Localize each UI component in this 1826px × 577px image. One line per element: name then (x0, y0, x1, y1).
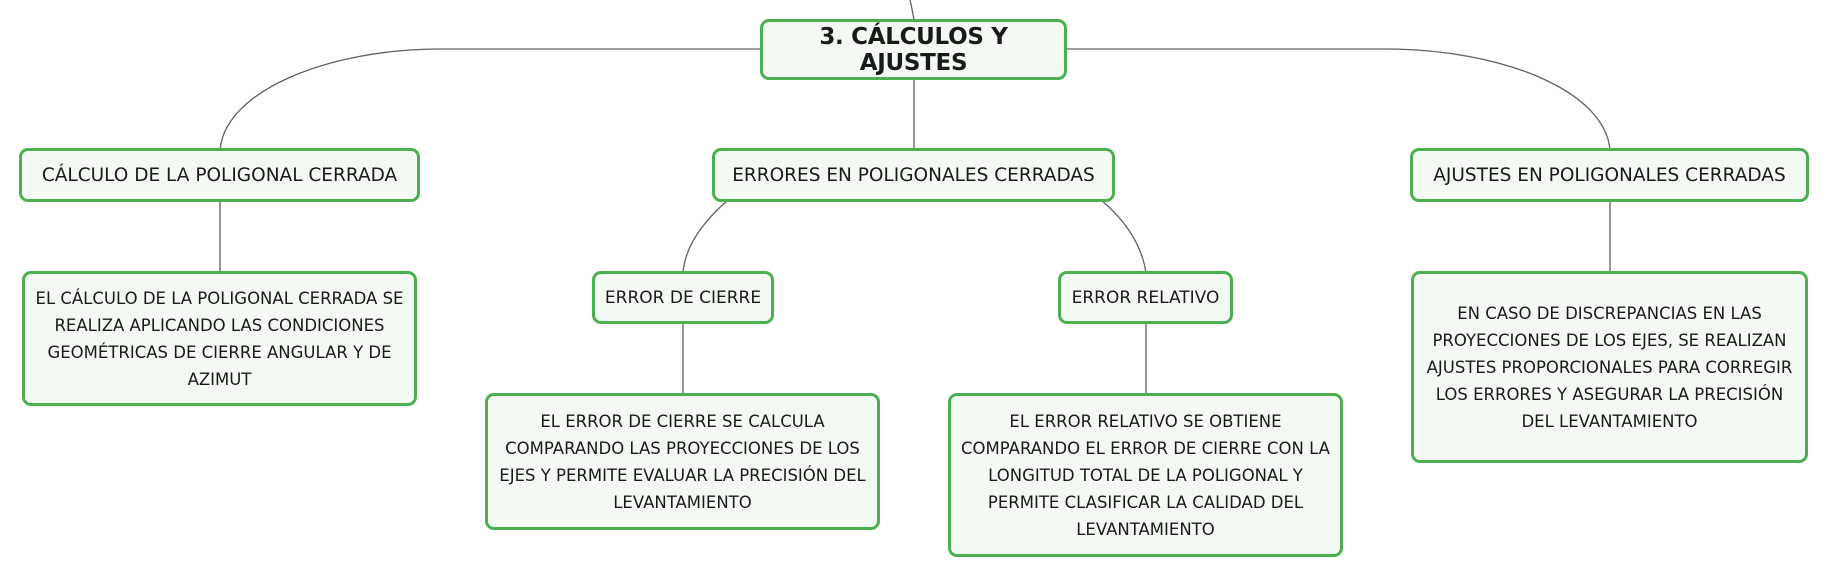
connector-errores-to-error-relativo (1100, 199, 1147, 274)
calculo-topic-label: CÁLCULO DE LA POLIGONAL CERRADA (41, 164, 398, 186)
errores-topic-label: ERRORES EN POLIGONALES CERRADAS (732, 164, 1095, 186)
ajustes-topic-label: AJUSTES EN POLIGONALES CERRADAS (1433, 164, 1786, 186)
error-relativo-topic-node[interactable]: ERROR RELATIVO (1058, 271, 1233, 324)
root-topic-node[interactable]: 3. CÁLCULOS Y AJUSTES (760, 19, 1067, 80)
connector-root-to-ajustes (1066, 48, 1611, 151)
connector-parent-to-root (909, 0, 915, 21)
error-cierre-topic-label: ERROR DE CIERRE (604, 287, 762, 308)
connector-errores-to-error-cierre (682, 199, 729, 274)
error-relativo-topic-label: ERROR RELATIVO (1071, 287, 1220, 308)
ajustes-description-node[interactable]: EN CASO DE DISCREPANCIAS EN LAS PROYECCI… (1411, 271, 1808, 463)
root-topic-label: 3. CÁLCULOS Y AJUSTES (819, 23, 1008, 76)
error-cierre-description-text: EL ERROR DE CIERRE SE CALCULA COMPARANDO… (499, 411, 866, 512)
error-cierre-topic-node[interactable]: ERROR DE CIERRE (592, 271, 774, 324)
calculo-topic-node[interactable]: CÁLCULO DE LA POLIGONAL CERRADA (19, 148, 420, 202)
error-relativo-description-text: EL ERROR RELATIVO SE OBTIENE COMPARANDO … (961, 411, 1330, 539)
error-cierre-description-node[interactable]: EL ERROR DE CIERRE SE CALCULA COMPARANDO… (485, 393, 880, 530)
ajustes-description-text: EN CASO DE DISCREPANCIAS EN LAS PROYECCI… (1426, 303, 1793, 431)
calculo-description-node[interactable]: EL CÁLCULO DE LA POLIGONAL CERRADA SE RE… (22, 271, 417, 406)
connector-root-to-calculo (219, 48, 762, 151)
calculo-description-text: EL CÁLCULO DE LA POLIGONAL CERRADA SE RE… (35, 288, 404, 389)
errores-topic-node[interactable]: ERRORES EN POLIGONALES CERRADAS (712, 148, 1115, 202)
error-relativo-description-node[interactable]: EL ERROR RELATIVO SE OBTIENE COMPARANDO … (948, 393, 1343, 557)
ajustes-topic-node[interactable]: AJUSTES EN POLIGONALES CERRADAS (1410, 148, 1809, 202)
